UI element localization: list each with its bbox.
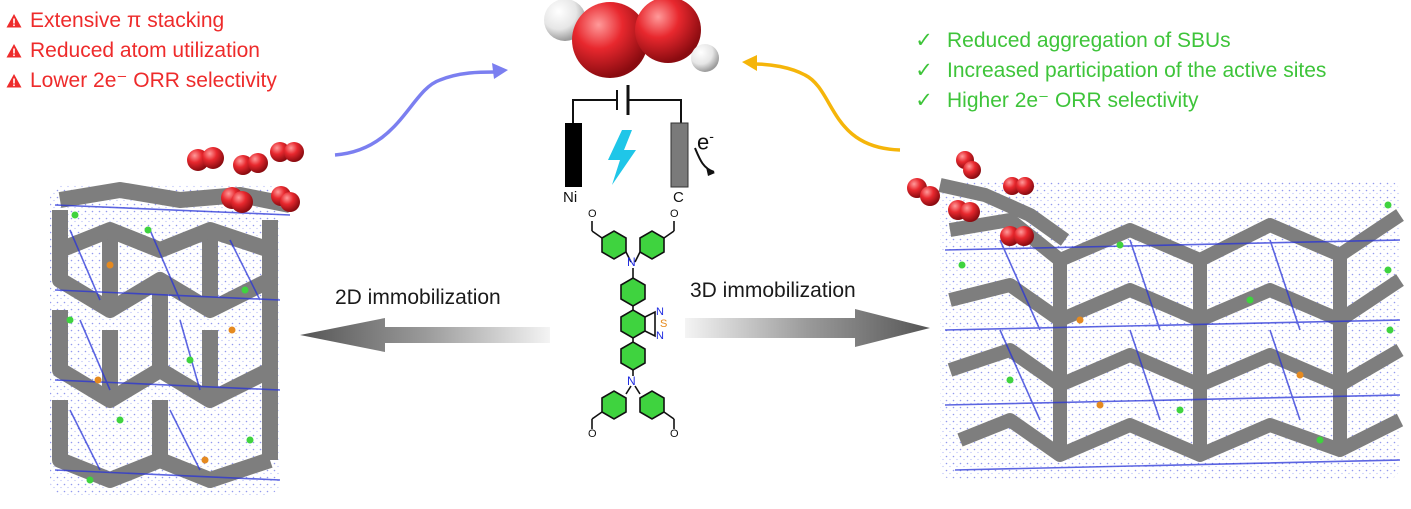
molecule-o-2: O (670, 208, 679, 220)
electron-label: e- (697, 128, 714, 155)
molecule-o-1: O (588, 208, 597, 220)
electrochemical-cell (565, 85, 715, 188)
advantage-text: Reduced aggregation of SBUs (947, 29, 1231, 52)
anode-electrode (565, 123, 582, 187)
arrow-2d (300, 318, 550, 352)
advantage-text: Increased participation of the active si… (947, 59, 1327, 82)
advantage-item: ✓ Higher 2e⁻ ORR selectivity (915, 86, 1326, 116)
warning-icon (6, 44, 22, 58)
molecule-o-3: O (588, 428, 597, 440)
disadvantage-item: Extensive π stacking (6, 6, 277, 36)
curved-arrow-right-head (742, 55, 757, 71)
disadvantage-text: Lower 2e⁻ ORR selectivity (30, 69, 277, 92)
framework-3d (938, 178, 1404, 480)
framework-2d (50, 182, 292, 495)
warning-icon (6, 14, 22, 28)
molecule-n-top: N (627, 255, 636, 269)
molecule-n-ring-1: N (656, 306, 664, 318)
check-icon: ✓ (915, 89, 933, 112)
anode-label: Ni (563, 189, 578, 206)
disadvantages-list: Extensive π stacking Reduced atom utiliz… (6, 6, 277, 96)
oxygen-molecules-left (187, 142, 304, 213)
label-2d-immobilization: 2D immobilization (335, 286, 501, 309)
molecule-n-ring-2: N (656, 330, 664, 342)
molecule-o-4: O (670, 428, 679, 440)
warning-icon (6, 74, 22, 88)
molecule-n-bottom: N (627, 374, 636, 388)
curved-arrow-right (754, 62, 901, 152)
h2o2-molecule (544, 0, 719, 78)
cathode-electrode (670, 122, 689, 188)
advantage-item: ✓ Reduced aggregation of SBUs (915, 26, 1326, 56)
label-3d-immobilization: 3D immobilization (690, 279, 856, 302)
arrow-3d (685, 309, 930, 347)
oxygen-molecules-right (907, 151, 1034, 246)
curved-arrow-left-head (492, 63, 508, 79)
disadvantage-item: Reduced atom utilization (6, 36, 277, 66)
check-icon: ✓ (915, 59, 933, 82)
molecule-s-ring: S (660, 318, 668, 330)
molecule-structure (591, 221, 675, 429)
check-icon: ✓ (915, 29, 933, 52)
cathode-label: C (673, 189, 684, 206)
lightning-icon (608, 130, 636, 185)
disadvantage-text: Reduced atom utilization (30, 39, 260, 62)
advantages-list: ✓ Reduced aggregation of SBUs ✓ Increase… (915, 26, 1326, 116)
advantage-text: Higher 2e⁻ ORR selectivity (947, 89, 1199, 112)
advantage-item: ✓ Increased participation of the active … (915, 56, 1326, 86)
disadvantage-text: Extensive π stacking (30, 9, 225, 32)
curved-arrow-left (334, 70, 496, 157)
disadvantage-item: Lower 2e⁻ ORR selectivity (6, 66, 277, 96)
